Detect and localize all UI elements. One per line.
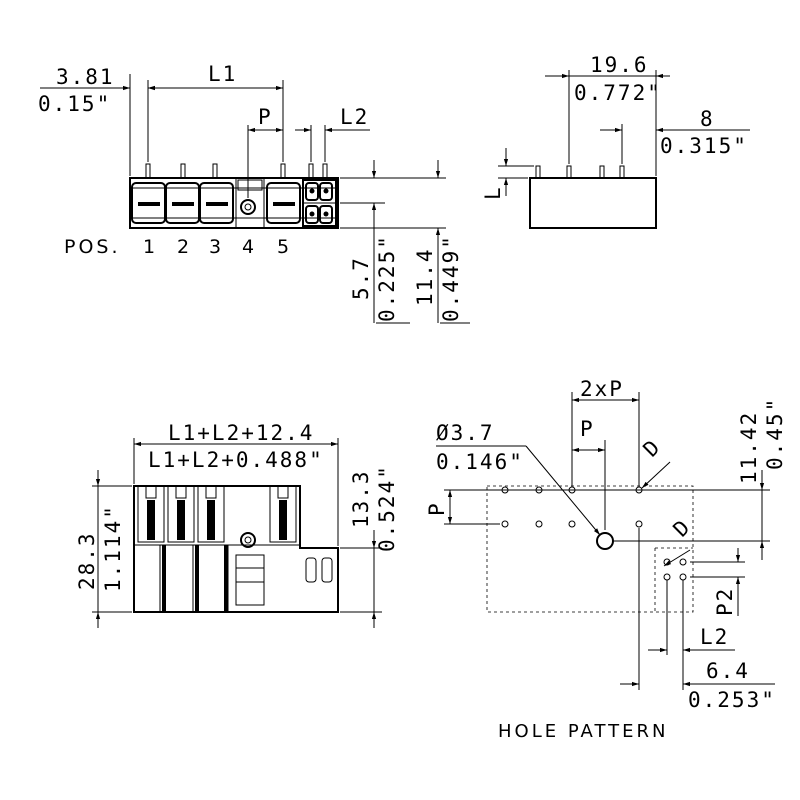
contact-blocks	[137, 485, 333, 606]
pin-offset-mm-label: 8	[700, 107, 715, 131]
pcb-holes	[501, 486, 687, 581]
p2-label: P2	[713, 587, 737, 616]
pins	[145, 163, 328, 179]
pin-length-label: L	[481, 185, 505, 200]
offset-in-label: 0.45"	[763, 397, 787, 470]
front-view: 3.81 0.15" L1 P L2 5.7 0.225" 11.4 0.449…	[38, 62, 470, 324]
position-2: 2	[177, 236, 189, 258]
position-1: 1	[143, 236, 155, 258]
top-body-outline	[133, 485, 339, 613]
terminal-openings	[131, 177, 337, 229]
pin-dia-2-label: D	[669, 514, 696, 541]
l2-label: L2	[700, 625, 729, 649]
depth-mm-label: 19.6	[590, 53, 649, 77]
pos-label: POS.	[64, 236, 121, 258]
l1-label: L1	[208, 62, 237, 86]
width-in-label: 0.253"	[688, 688, 776, 712]
connector-body-outline	[129, 177, 339, 229]
side-view: 19.6 0.772" 8 0.315" L	[481, 53, 750, 229]
width-mm-label: L1+L2+12.4	[168, 421, 314, 445]
height-mm-label: 28.3	[75, 531, 99, 590]
position-3: 3	[209, 236, 221, 258]
hole-pattern: 2xP P P Ø3.7 0.146" D D 11.42 0.45" P2 L…	[425, 377, 787, 742]
l2-label: L2	[340, 105, 369, 129]
spacing-label: 2xP	[580, 377, 624, 401]
offset-mm-label: 3.81	[56, 65, 115, 89]
width-in-label: L1+L2+0.488"	[148, 448, 324, 472]
hole-dia-in-label: 0.146"	[436, 450, 524, 474]
pin-offset-in-label: 0.315"	[660, 134, 748, 158]
offset-mm-label: 11.42	[737, 411, 761, 484]
hole-dia-mm-label: Ø3.7	[436, 421, 495, 445]
step-mm-label: 13.3	[349, 469, 373, 528]
hole-pattern-title: HOLE PATTERN	[498, 721, 668, 742]
p-horizontal-label: P	[580, 417, 595, 441]
footprint-outline	[486, 485, 694, 613]
total-height-mm-label: 11.4	[413, 247, 437, 306]
total-height-in-label: 0.449"	[439, 234, 463, 322]
height-mm-label: 5.7	[349, 256, 373, 300]
height-in-label: 1.114"	[101, 504, 125, 592]
offset-in-label: 0.15"	[38, 92, 111, 116]
step-in-label: 0.524"	[375, 464, 399, 552]
p-label: P	[258, 105, 273, 129]
pin-dia-1-label: D	[639, 434, 666, 461]
position-4: 4	[242, 236, 254, 258]
width-mm-label: 6.4	[706, 659, 750, 683]
position-5: 5	[277, 236, 289, 258]
side-body-outline	[529, 177, 657, 229]
top-view: L1+L2+12.4 L1+L2+0.488" 28.3 1.114" 13.3…	[75, 421, 399, 628]
depth-in-label: 0.772"	[574, 81, 662, 105]
p-vertical-label: P	[425, 501, 449, 516]
height-in-label: 0.225"	[375, 234, 399, 322]
